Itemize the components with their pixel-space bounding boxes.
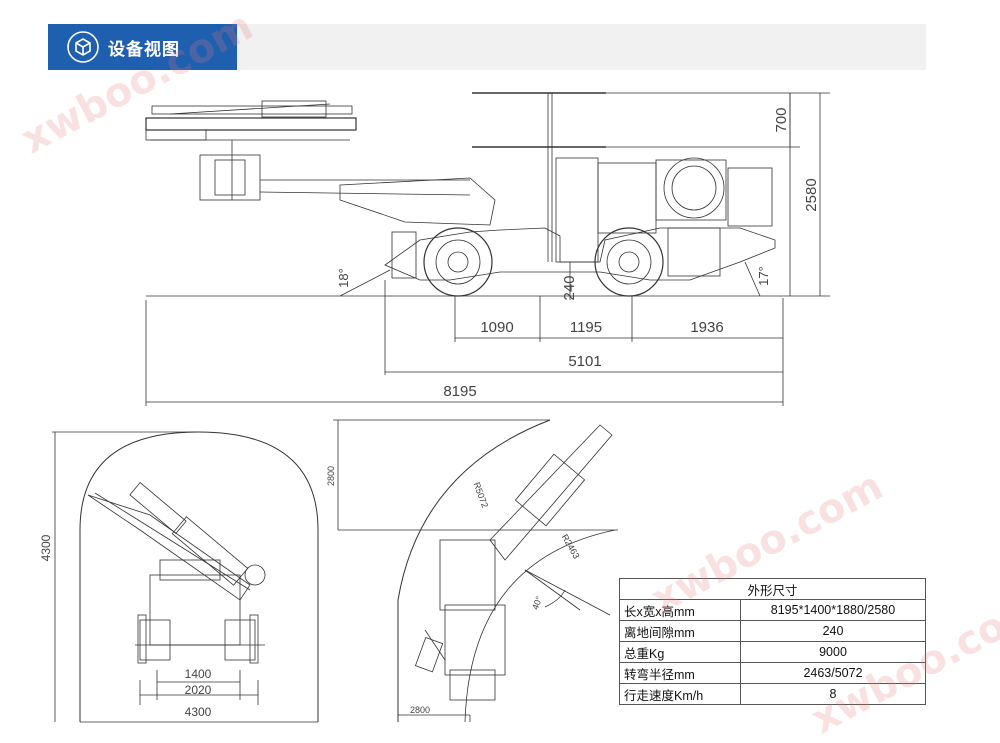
side-view <box>145 92 830 406</box>
dim-overall-length: 8195 <box>443 383 476 400</box>
spec-label: 行走速度Km/h <box>619 683 741 705</box>
spec-value: 8195*1400*1880/2580 <box>740 599 926 621</box>
front-view <box>52 431 319 723</box>
dim-turn-width: 2800 <box>410 705 430 715</box>
spec-label: 离地间隙mm <box>619 620 741 642</box>
dim-wheelbase-total: 5101 <box>568 353 601 370</box>
cube-icon <box>67 31 99 63</box>
spec-value: 9000 <box>740 641 926 663</box>
spec-label: 总重Kg <box>619 641 741 663</box>
header-tab: 设备视图 <box>48 24 237 70</box>
dim-turn-height: 2800 <box>326 466 336 486</box>
dim-approach-angle: 18° <box>336 268 351 288</box>
dim-front-span: 4300 <box>185 705 212 719</box>
dim-total-height: 2580 <box>803 178 820 211</box>
spec-value: 2463/5072 <box>740 662 926 684</box>
dim-inner-radius: R2463 <box>560 533 582 561</box>
table-row: 转弯半径mm 2463/5072 <box>619 662 926 684</box>
dim-turn-angle: 40° <box>530 594 544 611</box>
dim-departure-angle: 17° <box>756 266 771 286</box>
spec-value: 240 <box>740 620 926 642</box>
spec-label: 长x宽x高mm <box>619 599 741 621</box>
dim-front-overhang: 1090 <box>480 319 513 336</box>
spec-value: 8 <box>740 683 926 705</box>
table-row: 总重Kg 9000 <box>619 641 926 663</box>
dim-ground-clearance: 240 <box>561 275 578 300</box>
dim-front-height: 4300 <box>39 534 53 561</box>
dim-front-width: 2020 <box>185 683 212 697</box>
page-title: 设备视图 <box>108 39 180 59</box>
dim-front-track: 1400 <box>185 667 212 681</box>
table-row: 长x宽x高mm 8195*1400*1880/2580 <box>619 599 926 621</box>
technical-drawing: 8195 5101 1090 1195 1936 700 2580 240 18… <box>39 92 830 723</box>
spec-table-title: 外形尺寸 <box>619 578 926 600</box>
table-row: 离地间隙mm 240 <box>619 620 926 642</box>
spec-label: 转弯半径mm <box>619 662 741 684</box>
dim-outer-radius: R5072 <box>472 481 490 509</box>
spec-table: 外形尺寸 长x宽x高mm 8195*1400*1880/2580 离地间隙mm … <box>619 578 926 705</box>
table-row: 行走速度Km/h 8 <box>619 683 926 705</box>
dim-rear-overhang: 1936 <box>690 319 723 336</box>
dim-roof-height: 700 <box>773 107 790 132</box>
turn-view <box>333 419 618 723</box>
dim-wheelbase: 1195 <box>570 319 602 336</box>
